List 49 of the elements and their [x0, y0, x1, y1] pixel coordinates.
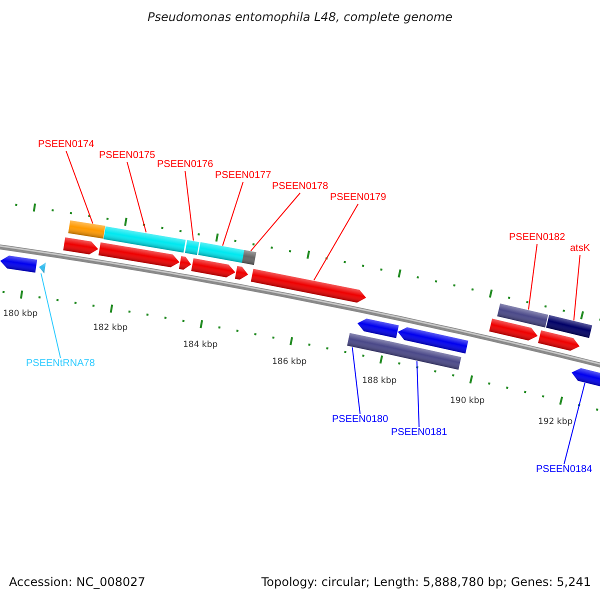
gene-feature-bar [347, 333, 390, 354]
coding-sequence-block [251, 268, 368, 304]
gene-label: atsK [570, 243, 590, 255]
coding-sequence-block [356, 317, 398, 339]
gene-feature-bar [68, 220, 106, 239]
leader-line [528, 244, 538, 310]
leader-line [40, 272, 61, 358]
leader-line [416, 360, 420, 428]
gene-feature-bar [242, 250, 257, 266]
scale-label: 188 kbp [362, 376, 397, 386]
coding-sequence-block [235, 266, 250, 282]
scale-label: 186 kbp [272, 357, 307, 367]
gene-label: PSEEN0182 [509, 232, 566, 244]
gene-label: PSEEN0177 [215, 170, 272, 182]
scale-label: 180 kbp [3, 309, 38, 319]
coding-sequence-block [98, 242, 180, 269]
gene-label: PSEEN0180 [332, 414, 388, 426]
genome-stats-text: Topology: circular; Length: 5,888,780 bp; Genes: 5,241 [261, 575, 591, 589]
scale-label: 192 kbp [538, 417, 573, 427]
leader-line [184, 170, 194, 241]
leader-line [222, 182, 244, 246]
scale-label: 182 kbp [93, 323, 128, 333]
coding-sequence-block [570, 366, 600, 389]
gene-label: PSEEN0181 [391, 427, 448, 439]
leader-line [66, 150, 94, 224]
coding-sequence-block [489, 319, 540, 343]
leader-line [126, 162, 147, 233]
leader-line [250, 192, 301, 252]
gene-label: PSEENtRNA78 [26, 358, 95, 370]
gene-label: PSEEN0179 [330, 192, 386, 204]
leader-line [573, 254, 580, 321]
leader-line [564, 382, 586, 464]
gene-label: PSEEN0178 [272, 181, 328, 193]
map-title: Pseudomonas entomophila L48, complete genome [146, 10, 454, 24]
scale-label: 184 kbp [183, 340, 218, 350]
coding-sequence-block [538, 330, 582, 353]
accession-text: Accession: NC_008027 [9, 575, 146, 589]
coding-sequence-block [179, 256, 192, 271]
gene-feature-bar [185, 240, 200, 255]
scale-label: 190 kbp [450, 396, 485, 406]
gene-label: PSEEN0176 [157, 159, 214, 171]
gene-label: PSEEN0174 [38, 139, 94, 151]
coding-sequence-block [63, 236, 99, 256]
gene-label: PSEEN0175 [99, 150, 156, 162]
trna-marker [38, 261, 46, 274]
leader-line [352, 346, 361, 414]
leader-line [313, 204, 359, 281]
gene-feature-bar [386, 341, 462, 370]
gene-label: PSEEN0184 [536, 464, 592, 476]
